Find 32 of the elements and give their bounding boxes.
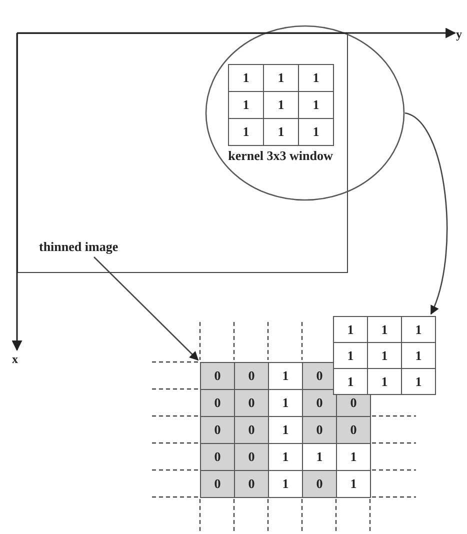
grid-cell: 0 (200, 416, 235, 444)
grid-cell: 0 (302, 389, 337, 417)
grid-cell: 0 (336, 416, 371, 444)
grid-cell: 0 (200, 470, 235, 498)
grid-cell: 0 (200, 389, 235, 417)
grid-cell: 0 (234, 443, 269, 471)
window-ellipse (205, 25, 405, 201)
axis-label: x (12, 352, 18, 367)
grid-cell: 0 (200, 362, 235, 390)
grid-cell: 0 (234, 389, 269, 417)
grid-cell: 1 (333, 316, 368, 343)
grid-cell: 1 (228, 118, 264, 146)
grid-cell: 0 (234, 416, 269, 444)
grid-cell: 1 (401, 316, 436, 343)
kernel-grid (333, 316, 435, 394)
grid-caption: kernel 3x3 window (227, 148, 334, 164)
grid-cell: 1 (228, 64, 264, 92)
grid-cell: 1 (401, 368, 436, 395)
arrow (404, 112, 448, 315)
arrow (94, 256, 199, 361)
grid-cell: 0 (200, 443, 235, 471)
grid-cell: 1 (298, 64, 334, 92)
grid-cell: 1 (298, 118, 334, 146)
grid-cell: 1 (336, 470, 371, 498)
grid-cell: 0 (234, 362, 269, 390)
grid-cell: 0 (302, 470, 337, 498)
grid-cell: 0 (302, 416, 337, 444)
grid-cell: 1 (333, 368, 368, 395)
image-caption: thinned image (39, 239, 118, 255)
axis-label: y (456, 27, 462, 42)
grid-cell: 0 (234, 470, 269, 498)
pixel-grid (200, 362, 370, 497)
